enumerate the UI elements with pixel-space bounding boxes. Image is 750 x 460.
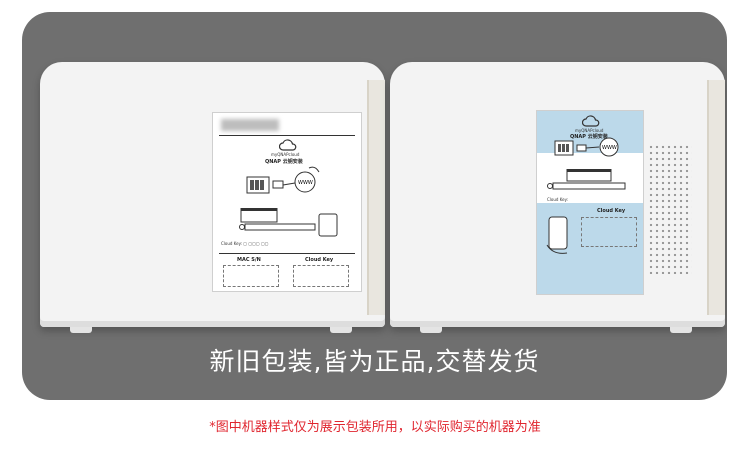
nas-www-illustration: WWW [246, 166, 320, 194]
vent-grille [648, 144, 692, 274]
field-label-cloudkey: Cloud Key [305, 257, 334, 263]
phone-icon [546, 216, 568, 254]
sticker-old: myQNAPcloud QNAP 云钥安装 WWW Cloud Key: ▢ ▢… [212, 112, 362, 292]
cloud-key-box [293, 265, 349, 287]
nas-www-illustration: WWW [554, 137, 619, 157]
nas-side-panel [367, 80, 385, 315]
nas-foot [420, 327, 442, 333]
cloud-icon [582, 115, 600, 127]
sticker-title: QNAP 云钥安装 [570, 134, 608, 140]
sticker-title: QNAP 云钥安装 [265, 159, 303, 165]
nas-side-panel [707, 80, 725, 315]
caption-text: 新旧包装,皆为正品,交替发货 [209, 347, 540, 376]
cloud-icon [279, 139, 297, 151]
cloud-key-box [581, 217, 637, 247]
cloud-brand: myQNAPcloud [575, 128, 604, 133]
mac-sn-box [223, 265, 279, 287]
nas-device-new: myQNAPcloud QNAP 云钥安装 WWW Cloud Key: Clo… [390, 62, 725, 333]
nas-device-old: myQNAPcloud QNAP 云钥安装 WWW Cloud Key: ▢ ▢… [40, 62, 385, 333]
field-label-cloudkey: Cloud Key [597, 208, 626, 214]
nas-foot [330, 327, 352, 333]
cloud-key-field-label: Cloud Key: [547, 197, 569, 202]
sticker-new: myQNAPcloud QNAP 云钥安装 WWW Cloud Key: Clo… [536, 110, 644, 295]
nas-foot [670, 327, 692, 333]
browser-illustration [547, 169, 626, 190]
svg-text:WWW: WWW [298, 180, 313, 186]
svg-text:WWW: WWW [602, 145, 617, 151]
field-label-mac: MAC S/N [237, 257, 261, 263]
nas-foot [70, 327, 92, 333]
cloud-brand: myQNAPcloud [271, 152, 300, 157]
disclaimer-note: *图中机器样式仅为展示包装所用，以实际购买的机器为准 [209, 420, 541, 435]
blurred-label [221, 119, 279, 131]
browser-illustration [239, 208, 338, 237]
product-photo: myQNAPcloud QNAP 云钥安装 WWW Cloud Key: ▢ ▢… [22, 12, 727, 400]
